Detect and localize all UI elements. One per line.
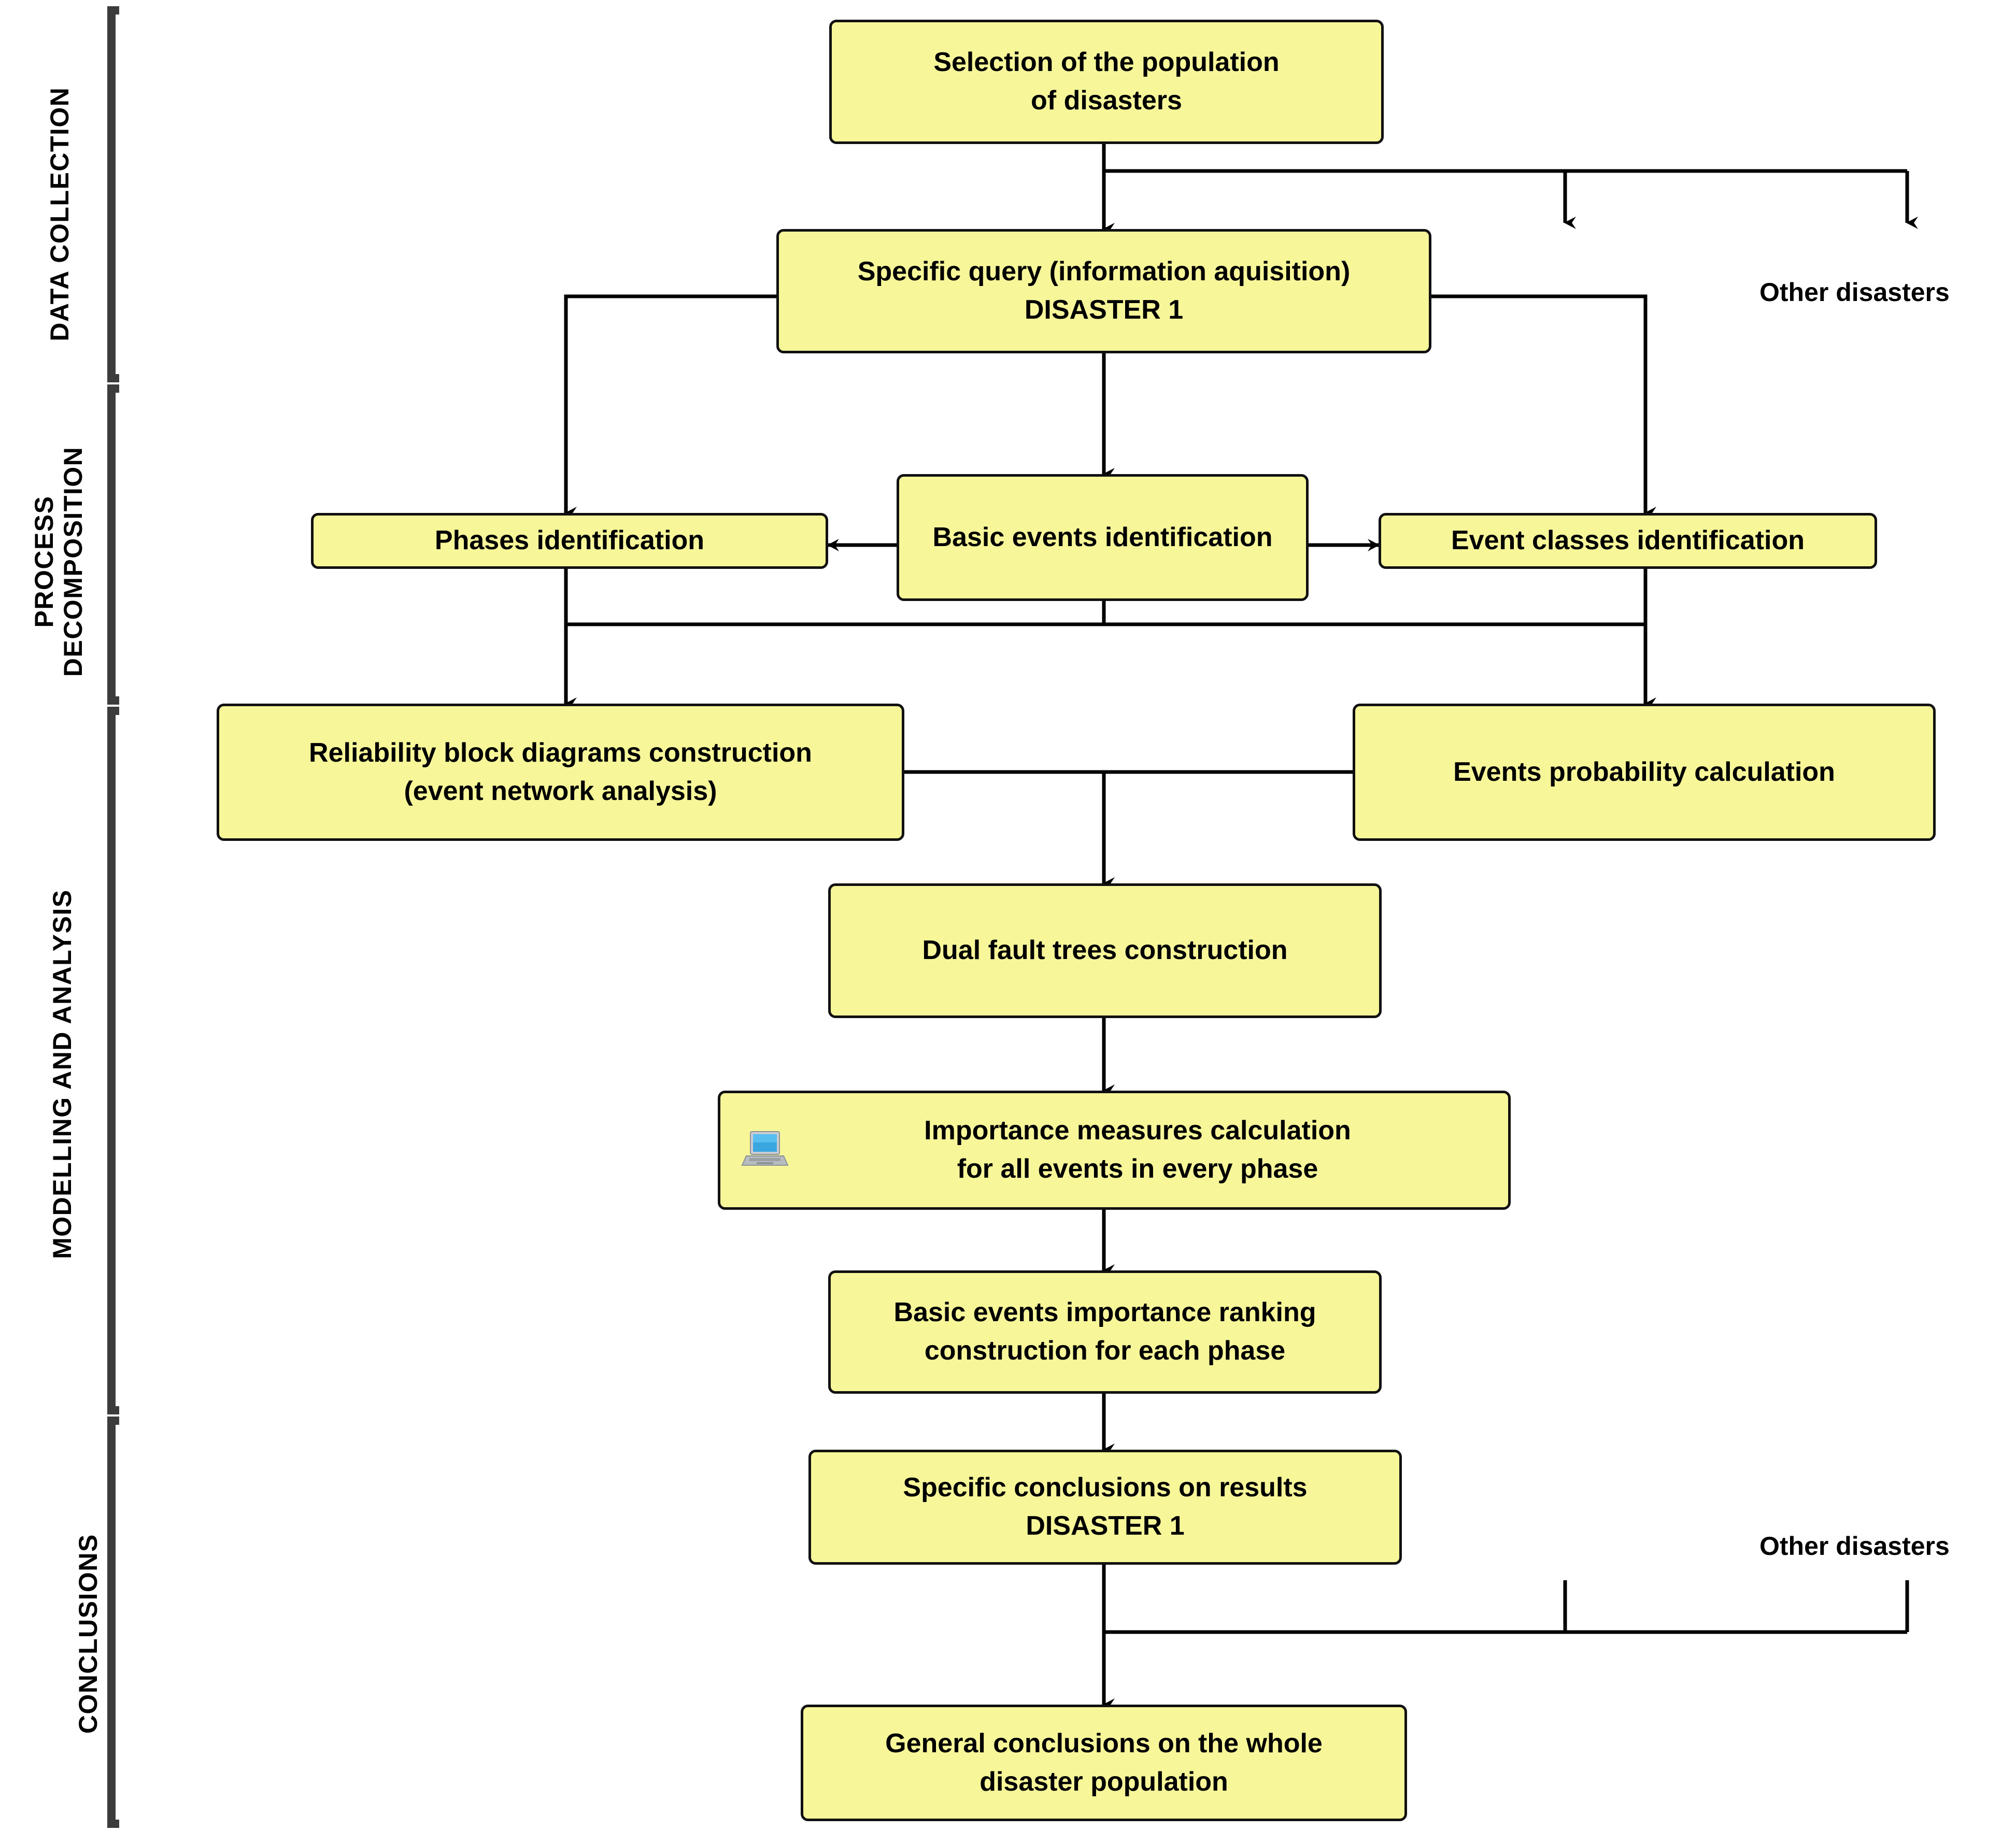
node-selection-of-population[interactable]: Selection of the population of disasters [829,20,1384,144]
node-label: Basic events identification [932,522,1273,552]
laptop-icon [741,1129,789,1171]
node-events-probability-calculation[interactable]: Events probability calculation [1353,704,1936,841]
node-importance-measures[interactable]: Importance measures calculation for all … [718,1091,1511,1210]
annotation-text: Other disasters [1759,1532,1950,1561]
node-label: Importance measures calculation for all … [924,1115,1351,1184]
node-event-classes-identification[interactable]: Event classes identification [1379,513,1877,569]
section-label-conclusions: CONCLUSIONS [45,1453,132,1845]
node-basic-events-identification[interactable]: Basic events identification [897,474,1309,601]
node-label: Basic events importance ranking construc… [893,1297,1316,1366]
node-label: Dual fault trees construction [922,935,1288,966]
node-phases-identification[interactable]: Phases identification [311,513,828,569]
section-label-data-collection: DATA COLLECTION [16,64,103,396]
bracket-conclusions [107,1417,119,1828]
bracket-data-collection [107,6,119,382]
edge-query-to-phases [564,294,776,519]
section-label-text: MODELLING AND ANALYSIS [48,889,77,1260]
node-label: Events probability calculation [1453,756,1835,787]
node-label: Selection of the population of disasters [933,47,1280,116]
node-label: Reliability block diagrams construction … [309,737,812,806]
node-general-conclusions[interactable]: General conclusions on the whole disaste… [801,1705,1407,1821]
annotation-text: Other disasters [1759,278,1950,307]
section-label-text: DATA COLLECTION [45,87,74,341]
edge-query-to-event-classes [1431,294,1656,519]
bracket-process-decomposition [107,384,119,705]
section-brackets [107,6,119,1828]
section-label-text: PROCESS DECOMPOSITION [30,446,88,677]
section-label-text: CONCLUSIONS [74,1534,103,1734]
node-specific-query[interactable]: Specific query (information aquisition) … [776,229,1431,353]
annotation-other-disasters-top: Other disasters [1759,277,1950,307]
node-label: Specific conclusions on results DISASTER… [903,1472,1308,1541]
node-label: Event classes identification [1451,525,1805,556]
section-label-modelling-and-analysis: MODELLING AND ANALYSIS [19,779,106,1401]
node-basic-events-ranking[interactable]: Basic events importance ranking construc… [828,1270,1382,1394]
section-label-process-decomposition: PROCESS DECOMPOSITION [1,396,88,727]
node-label: Specific query (information aquisition) … [857,256,1351,325]
node-label: Phases identification [434,525,705,556]
annotation-other-disasters-bottom: Other disasters [1759,1531,1950,1561]
node-label: General conclusions on the whole disaste… [885,1728,1323,1797]
node-reliability-block-diagrams[interactable]: Reliability block diagrams construction … [217,704,904,841]
node-dual-fault-trees[interactable]: Dual fault trees construction [828,883,1382,1018]
bracket-modelling-and-analysis [107,707,119,1414]
node-specific-conclusions[interactable]: Specific conclusions on results DISASTER… [808,1450,1402,1565]
